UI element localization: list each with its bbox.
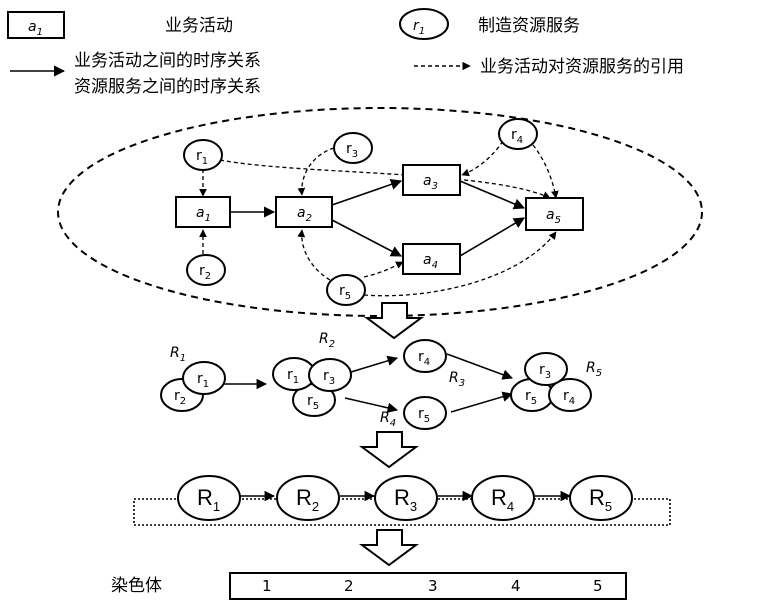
edge-a2-a4 [332,220,401,256]
resource-node-r1: r1 [184,140,222,170]
legend-dashed-text: 业务活动对资源服务的引用 [480,57,684,77]
ref-r5-a4 [364,262,403,277]
group-edge-R2-R4 [345,398,397,410]
edge-a2-a3 [332,181,401,205]
edge-a4-a5 [460,218,524,256]
sequence-node-2: R2 [277,476,339,520]
chromosome-label: 染色体 [111,576,162,596]
legend-resource-text: 制造资源服务 [478,16,580,36]
process-boundary-ellipse [58,108,702,316]
gene-cell-5: 5 [593,577,603,595]
legend: a1 业务活动 r1 制造资源服务 业务活动之间的时序关系 资源服务之间的时序关… [8,9,684,97]
gene-cell-4: 4 [511,577,521,595]
group-R5-label: R5 [586,360,602,379]
transform-arrow-2 [362,432,416,467]
transform-arrow-1 [367,303,421,338]
ref-r1-a5 [220,160,550,198]
legend-resource-symbol: r1 [413,18,425,37]
group-R3: r4 R3 [404,340,465,389]
group-R4: r5 R4 [380,397,446,429]
legend-solid-text-2: 资源服务之间的时序关系 [74,77,261,97]
ref-r4-a5 [533,145,556,198]
sequence-node-5: R5 [570,476,632,520]
group-R3-label: R3 [449,370,465,389]
ref-r3-a2 [302,148,334,195]
resource-node-r3: r3 [334,133,372,163]
group-edge-R4-R5 [451,394,512,412]
group-R1-label: R1 [170,345,186,364]
activity-node-a5: a5 [526,198,583,230]
transform-arrow-3 [362,530,416,565]
resource-sequence: R1 R2 R3 R4 R5 [134,476,670,525]
resource-node-r5: r5 [327,275,365,305]
sequence-node-3: R3 [375,476,437,520]
legend-activity-symbol: a1 [28,19,43,38]
resource-groups: r1 r2 R1 r1 r3 r5 R2 r4 R3 r5 R4 [161,331,602,429]
group-R2: r1 r3 r5 R2 [273,331,351,416]
ref-r4-a3 [462,141,503,175]
activity-node-a1: a1 [176,197,230,227]
sequence-node-1: R1 [178,476,240,520]
edge-a3-a5 [460,181,524,208]
activity-sequence-edges [230,181,524,256]
activity-node-a3: a3 [403,165,460,195]
gene-cell-1: 1 [262,577,272,595]
gene-cell-3: 3 [428,577,438,595]
ref-r5-a2 [302,230,330,280]
resource-node-r4: r4 [499,119,537,149]
sequence-node-4: R4 [472,476,534,520]
legend-activity-text: 业务活动 [165,16,233,36]
gene-cell-2: 2 [344,577,354,595]
group-R4-label: R4 [380,410,396,429]
resource-node-r2: r2 [187,255,225,285]
group-R2-label: R2 [319,331,335,350]
activity-node-a2: a2 [276,197,332,227]
group-R5: r3 r5 r4 R5 [511,353,602,411]
reference-edges [203,141,556,296]
group-edge-R2-R3 [351,358,397,372]
group-R1: r1 r2 R1 [161,345,225,411]
legend-solid-text-1: 业务活动之间的时序关系 [74,51,261,71]
chromosome: 染色体 1 2 3 4 5 [111,573,626,599]
activity-node-a4: a4 [403,244,460,274]
process-model: a1 a2 a3 a4 a5 r1 r2 r3 [58,108,702,316]
